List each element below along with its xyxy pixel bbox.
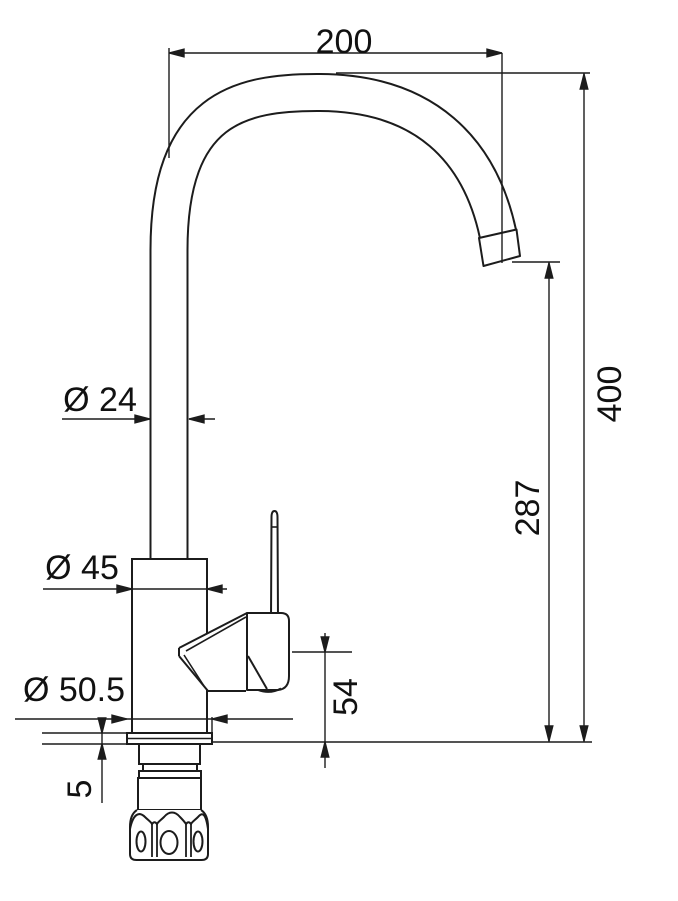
dim-287-outlet-height [512,261,560,742]
arrowhead-left [188,414,205,424]
spout-tube [149,72,518,565]
arrowhead-right [134,414,151,424]
arrowhead-right [116,584,133,594]
control-lever-rod [269,509,280,621]
dim-label-plate-thickness: 5 [61,779,99,799]
arrowhead-up [579,73,589,90]
valve-housing-wedge [178,612,248,692]
arrowhead-down [544,725,554,742]
dim-400-overall-height [336,72,590,742]
dimension-lines [15,48,592,803]
base-flange [126,732,213,745]
dim-50-5-base-diameter [15,714,293,734]
dim-label-pipe-diameter: Ø 24 [63,381,137,419]
mounting-shank [137,743,202,811]
dim-label-handle-axis-height: 54 [327,678,365,716]
arrowhead-left [168,48,185,58]
arrowhead-up [320,741,330,758]
arrowhead-down [97,717,107,734]
dim-5-plate-thickness [42,717,127,803]
dim-24-pipe-diameter [62,414,215,424]
dim-45-body-diameter [43,584,227,594]
arrowhead-left [211,714,228,724]
dim-label-base-diameter: Ø 50.5 [22,671,126,709]
arrowhead-up [544,262,554,279]
lever-handle-housing [246,612,290,693]
dim-54-handle-axis-height [292,633,352,768]
arrowhead-right [486,48,503,58]
mounting-nut [129,809,209,861]
dim-label-spout-reach: 200 [315,23,373,61]
dim-200-spout-reach [168,48,503,263]
arrowhead-right [111,714,128,724]
arrowhead-up [97,743,107,760]
spout-outlet-tip [478,228,521,267]
arrowhead-left [206,584,223,594]
dim-label-outlet-height: 287 [509,479,547,537]
arrowhead-down [320,636,330,653]
dim-label-body-diameter: Ø 45 [45,549,119,587]
arrowhead-down [579,725,589,742]
dim-label-overall-height: 400 [591,365,629,423]
